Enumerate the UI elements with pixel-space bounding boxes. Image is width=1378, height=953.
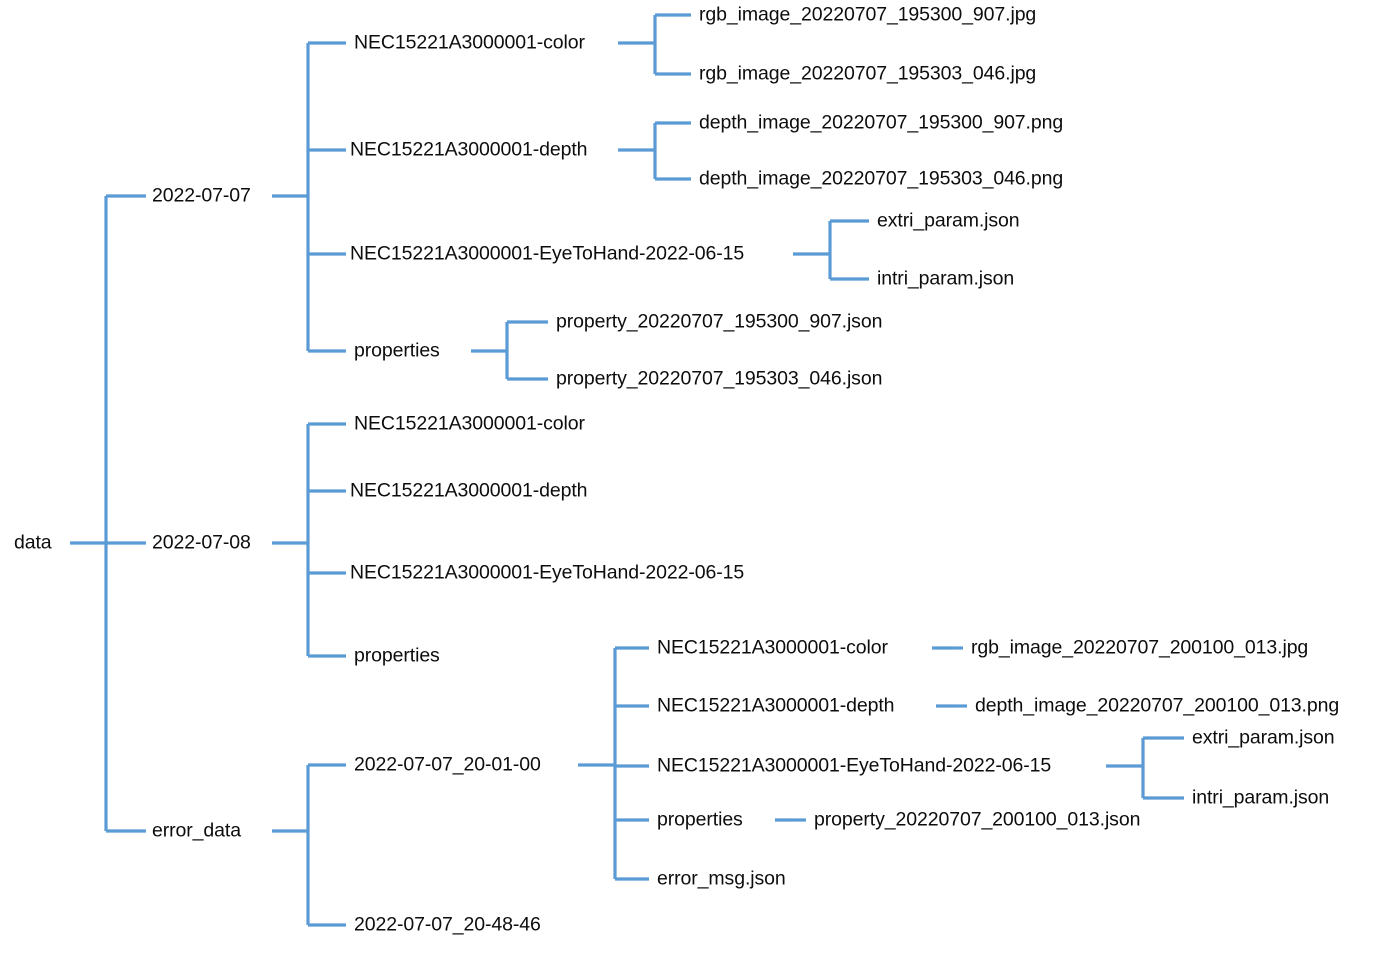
tree-node-data[interactable]: data [14, 531, 52, 554]
tree-node-e-props[interactable]: properties [657, 808, 743, 831]
tree-node-e-extri[interactable]: extri_param.json [1192, 726, 1335, 749]
tree-node-d0708[interactable]: 2022-07-08 [152, 531, 251, 554]
tree-node-e-eth[interactable]: NEC15221A3000001-EyeToHand-2022-06-15 [657, 754, 1052, 777]
tree-node-a-prop2[interactable]: property_20220707_195303_046.json [556, 367, 883, 390]
tree-node-e-t1[interactable]: 2022-07-07_20-01-00 [354, 753, 541, 776]
tree-node-e-depth[interactable]: NEC15221A3000001-depth [657, 694, 895, 717]
tree-node-a-props[interactable]: properties [354, 339, 440, 362]
tree-node-e-dep[interactable]: depth_image_20220707_200100_013.png [975, 694, 1340, 717]
tree-node-a-rgb1[interactable]: rgb_image_20220707_195300_907.jpg [699, 3, 1037, 26]
tree-node-b-props[interactable]: properties [354, 644, 440, 667]
tree-node-a-color[interactable]: NEC15221A3000001-color [354, 31, 585, 54]
tree-node-a-rgb2[interactable]: rgb_image_20220707_195303_046.jpg [699, 62, 1037, 85]
tree-node-a-dep2[interactable]: depth_image_20220707_195303_046.png [699, 167, 1064, 190]
tree-node-e-rgb[interactable]: rgb_image_20220707_200100_013.jpg [971, 636, 1309, 659]
tree-node-d0707[interactable]: 2022-07-07 [152, 184, 251, 207]
tree-node-b-depth[interactable]: NEC15221A3000001-depth [350, 479, 588, 502]
tree-node-e-prop[interactable]: property_20220707_200100_013.json [814, 808, 1141, 831]
tree-node-a-eth[interactable]: NEC15221A3000001-EyeToHand-2022-06-15 [350, 242, 745, 265]
tree-node-e-errmsg[interactable]: error_msg.json [657, 867, 786, 890]
tree-node-a-dep1[interactable]: depth_image_20220707_195300_907.png [699, 111, 1064, 134]
tree-node-a-depth[interactable]: NEC15221A3000001-depth [350, 138, 588, 161]
tree-node-e-t2[interactable]: 2022-07-07_20-48-46 [354, 913, 541, 936]
tree-node-a-extri[interactable]: extri_param.json [877, 209, 1020, 232]
tree-node-e-intri[interactable]: intri_param.json [1192, 786, 1330, 809]
tree-node-a-prop1[interactable]: property_20220707_195300_907.json [556, 310, 883, 333]
tree-node-e-color[interactable]: NEC15221A3000001-color [657, 636, 888, 659]
tree-node-a-intri[interactable]: intri_param.json [877, 267, 1015, 290]
tree-node-b-color[interactable]: NEC15221A3000001-color [354, 412, 585, 435]
tree-node-errdata[interactable]: error_data [152, 819, 241, 842]
tree-node-b-eth[interactable]: NEC15221A3000001-EyeToHand-2022-06-15 [350, 561, 745, 584]
